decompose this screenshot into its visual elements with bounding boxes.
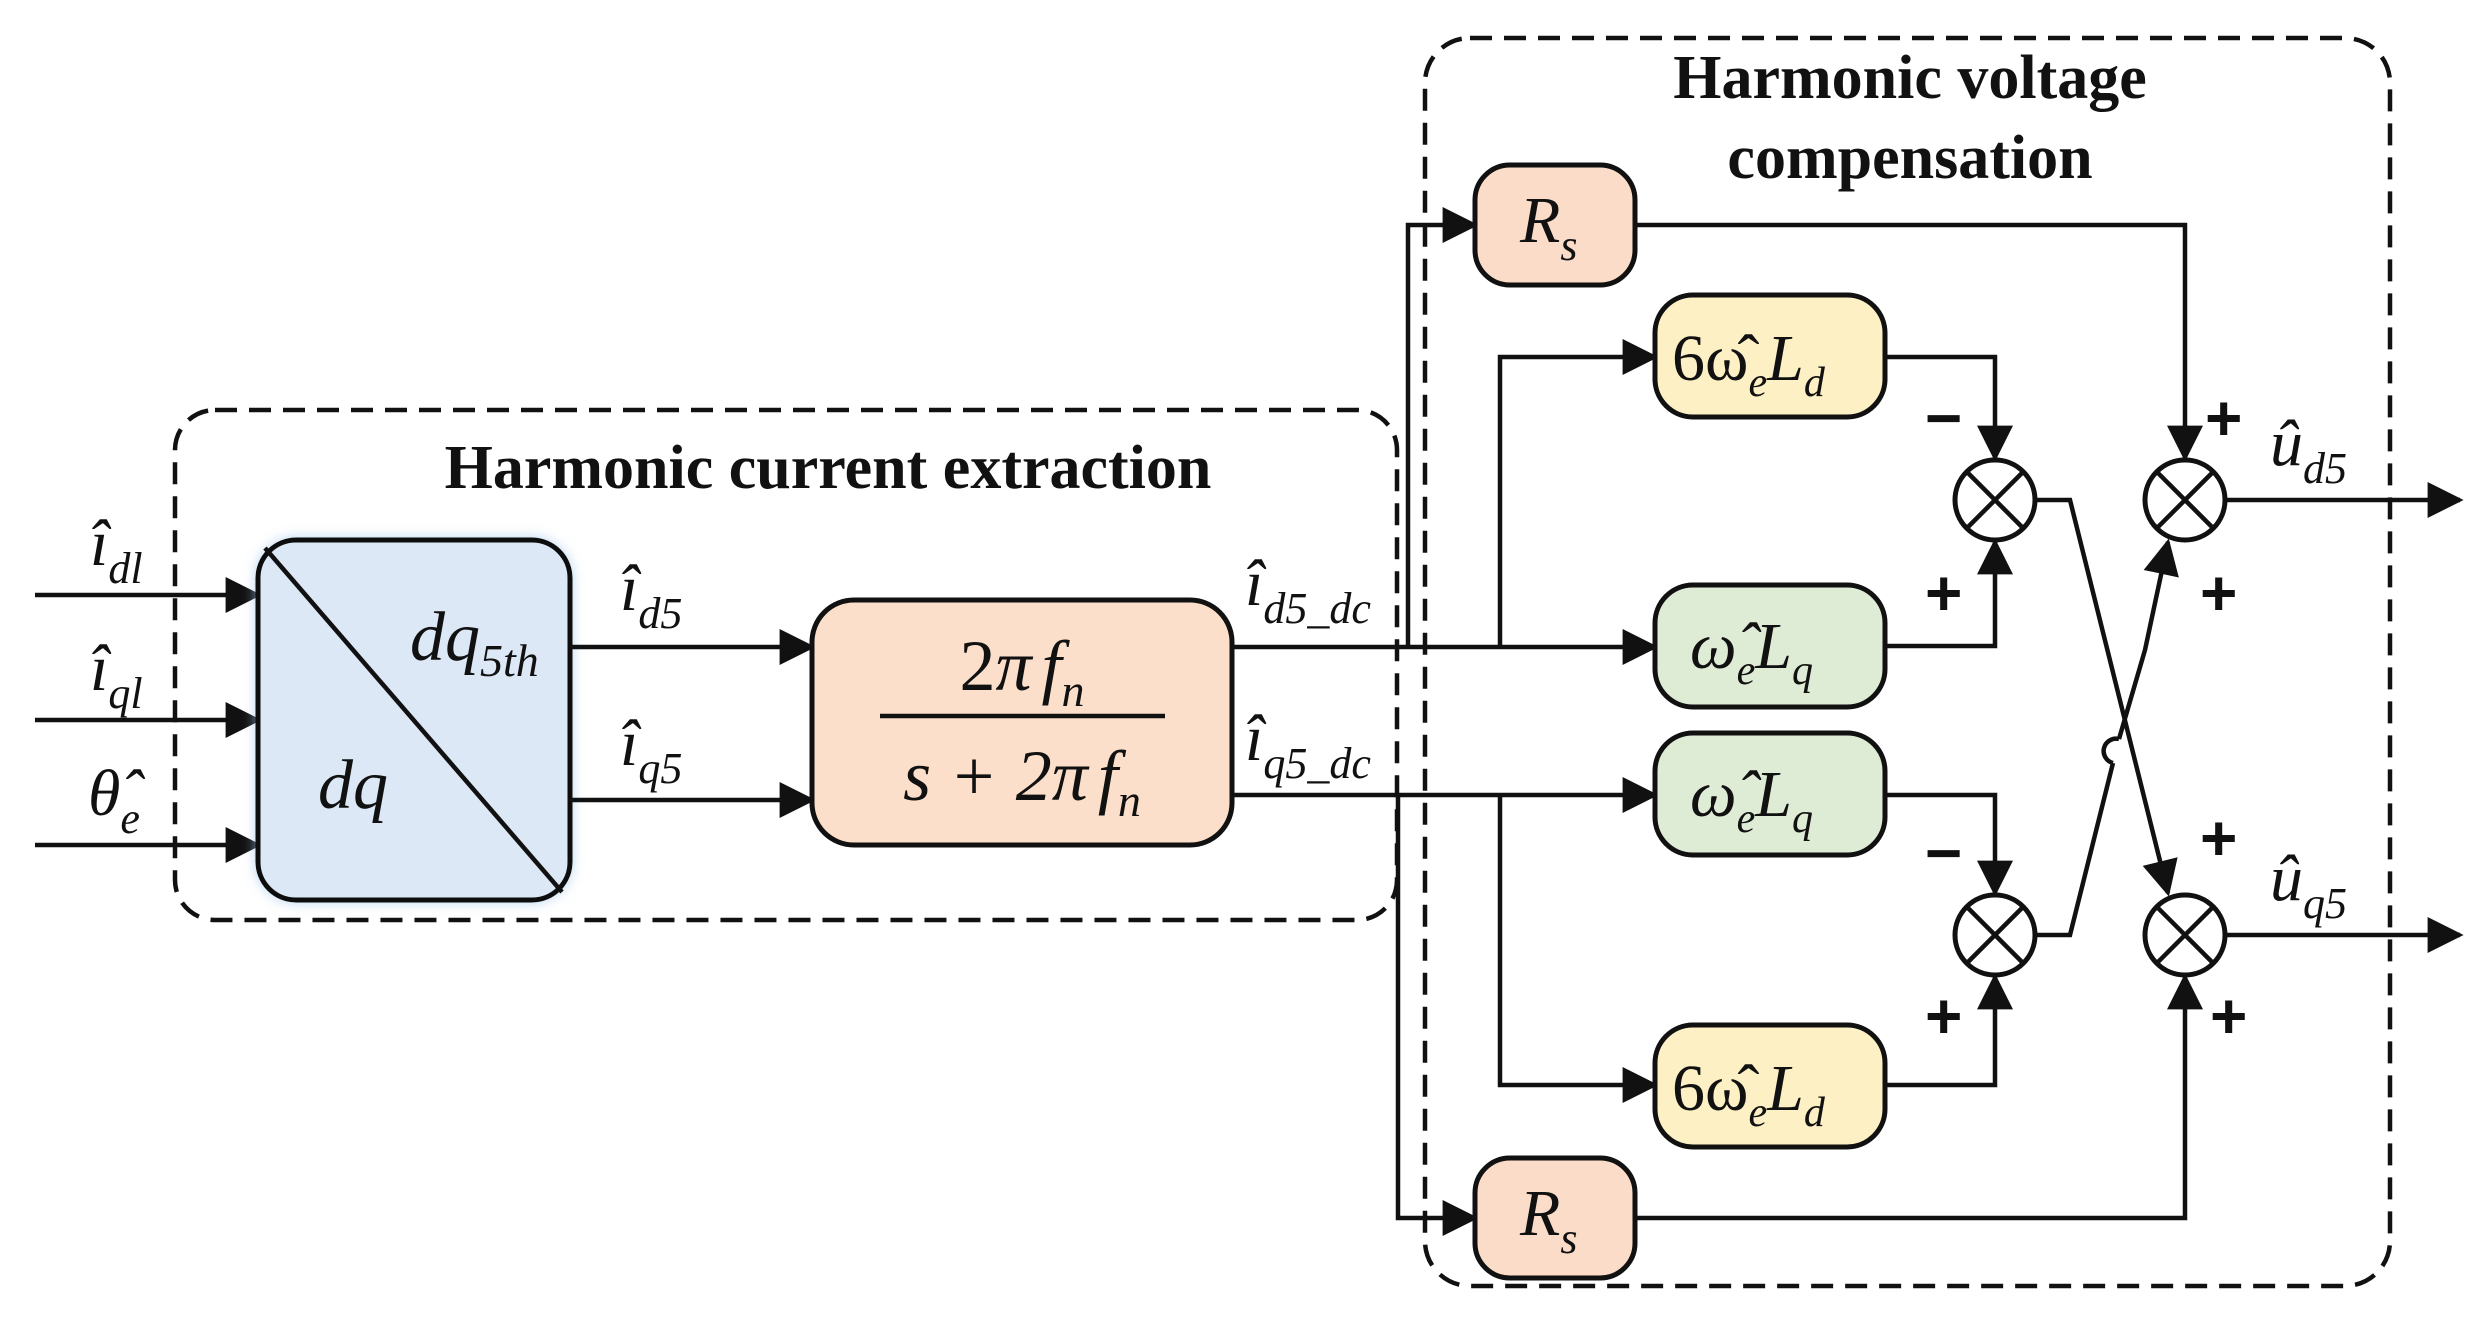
- compensation-title-line1: Harmonic voltage: [1673, 44, 2147, 112]
- extraction-title: Harmonic current extraction: [445, 434, 1212, 502]
- junction-wires: [1635, 222, 2464, 1221]
- summing-junction-4: [2142, 892, 2228, 978]
- lowpass-filter-block: [809, 597, 1235, 848]
- six-wld-bottom-label: 6ω̂eLd: [1672, 1052, 1826, 1136]
- sign-j3-minus: −: [1925, 817, 1962, 889]
- sign-j1-minus: −: [1925, 382, 1962, 454]
- sign-j2-plus-top: +: [2205, 382, 2242, 454]
- summing-junction-1: [1952, 457, 2038, 543]
- sign-j4-plus-bottom: +: [2210, 980, 2247, 1052]
- input-wires: [35, 577, 262, 863]
- rs-bottom-label: Rs: [1519, 1177, 1577, 1263]
- uq5-label: ûq5: [2270, 842, 2347, 928]
- summing-junction-3: [1952, 892, 2038, 978]
- id5dc-label: îd5_dc: [1245, 547, 1371, 633]
- ud5-label: ûd5: [2270, 407, 2347, 493]
- dq-transform-diagonal: [263, 546, 564, 894]
- input-id-label: îdl: [90, 507, 143, 593]
- sign-j1-plus: +: [1925, 557, 1962, 629]
- sign-j2-plus-bottom: +: [2200, 557, 2237, 629]
- input-iq-label: îql: [90, 632, 143, 718]
- filter-output-wires: [1232, 207, 1659, 1236]
- sign-j4-plus-top: +: [2200, 802, 2237, 874]
- dq-bottom-label: dq: [318, 747, 388, 824]
- dq-top-label: dq5th: [410, 599, 539, 686]
- sign-j3-plus: +: [1925, 980, 1962, 1052]
- six-wld-top-label: 6ω̂eLd: [1672, 322, 1826, 406]
- summing-junction-2: [2142, 457, 2228, 543]
- id5-label: îd5: [620, 552, 682, 638]
- input-theta-label: θ̂e: [88, 757, 145, 843]
- iq5dc-label: îq5_dc: [1245, 702, 1371, 788]
- rs-top-label: Rs: [1519, 184, 1577, 270]
- iq5-label: îq5: [620, 707, 682, 793]
- compensation-title-line2: compensation: [1727, 124, 2092, 192]
